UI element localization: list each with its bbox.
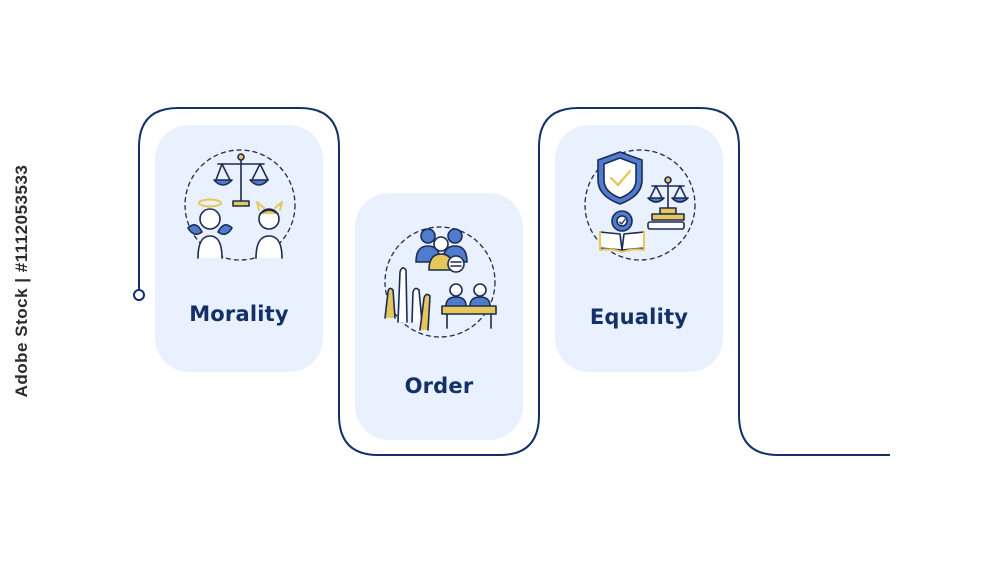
- card-label-order: Order: [404, 374, 474, 398]
- connector-path: [138, 107, 890, 456]
- morality-icon: [184, 149, 296, 261]
- card-label-morality: Morality: [189, 302, 289, 326]
- card-order: [355, 193, 523, 440]
- stock-id-text: Adobe Stock | #1112053533: [12, 164, 31, 398]
- connector-start-dot: [133, 289, 145, 301]
- order-icon: [384, 226, 497, 338]
- card-morality: [155, 125, 323, 372]
- equality-icon: [584, 149, 696, 261]
- card-label-equality: Equality: [589, 305, 689, 329]
